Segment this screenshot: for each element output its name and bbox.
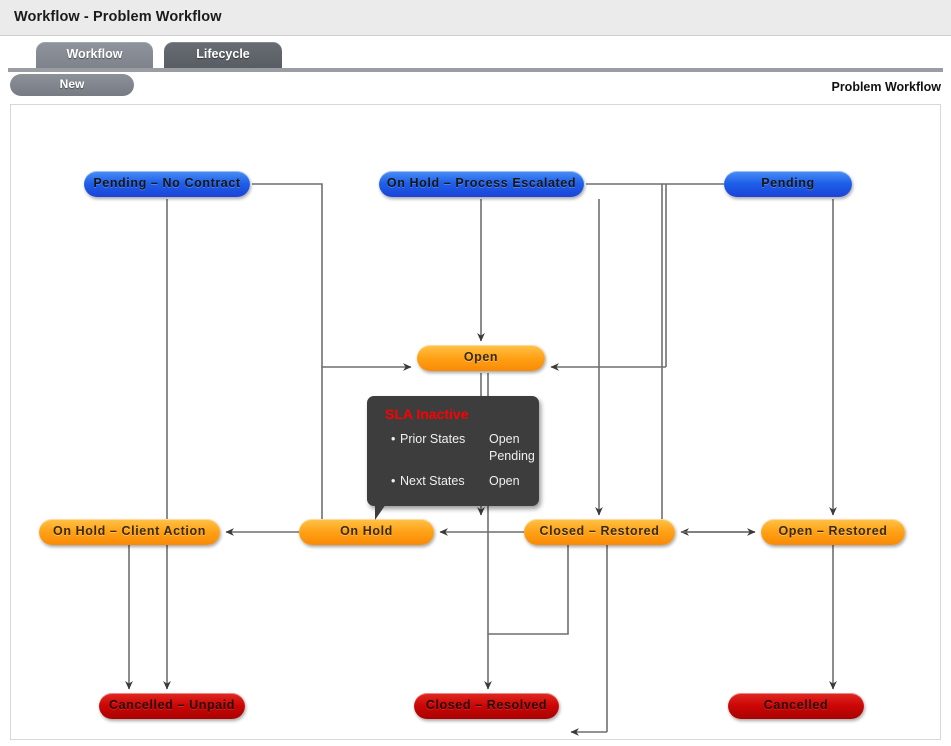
bullet-icon: • [391,432,396,446]
tab-underline-divider [8,68,943,72]
toolbar: New Problem Workflow [0,72,951,102]
tooltip-prior-states-value: Open [489,432,520,446]
window-title: Workflow - Problem Workflow [14,9,222,25]
state-pending[interactable]: Pending [724,171,852,197]
tab-workflow[interactable]: Workflow [36,42,153,69]
tab-strip: Workflow Lifecycle [0,36,951,69]
state-open[interactable]: Open [417,345,545,371]
page-title: Problem Workflow [831,80,941,94]
workflow-diagram-canvas[interactable]: Pending – No Contract On Hold – Process … [10,104,941,740]
tooltip-prior-states-label: Prior States [400,432,466,446]
state-closed-resolved[interactable]: Closed – Resolved [414,693,559,719]
sla-tooltip: SLA Inactive • Prior States Open Pending… [367,396,539,520]
state-closed-restored[interactable]: Closed – Restored [524,519,675,545]
bullet-icon: • [391,474,396,488]
tooltip-prior-states-value-2: Pending [489,449,535,463]
tab-lifecycle[interactable]: Lifecycle [164,42,282,69]
state-open-restored[interactable]: Open – Restored [761,519,905,545]
state-pending-no-contract[interactable]: Pending – No Contract [84,171,250,197]
state-on-hold[interactable]: On Hold [299,519,434,545]
tooltip-row-prior-states-extra: Pending [385,448,535,465]
state-on-hold-process-escalated[interactable]: On Hold – Process Escalated [379,171,584,197]
tooltip-spacer [385,465,527,473]
state-cancelled[interactable]: Cancelled [728,693,864,719]
state-on-hold-client-action[interactable]: On Hold – Client Action [39,519,220,545]
tooltip-row-next-states: • Next States Open [385,473,527,490]
tooltip-next-states-value: Open [489,474,520,488]
tooltip-title: SLA Inactive [385,406,469,422]
window-titlebar: Workflow - Problem Workflow [0,0,951,36]
new-button[interactable]: New [10,74,134,96]
tooltip-next-states-label: Next States [400,474,465,488]
tooltip-row-prior-states: • Prior States Open [385,431,527,448]
state-cancelled-unpaid[interactable]: Cancelled – Unpaid [99,693,245,719]
tooltip-pointer-tail [375,504,386,520]
